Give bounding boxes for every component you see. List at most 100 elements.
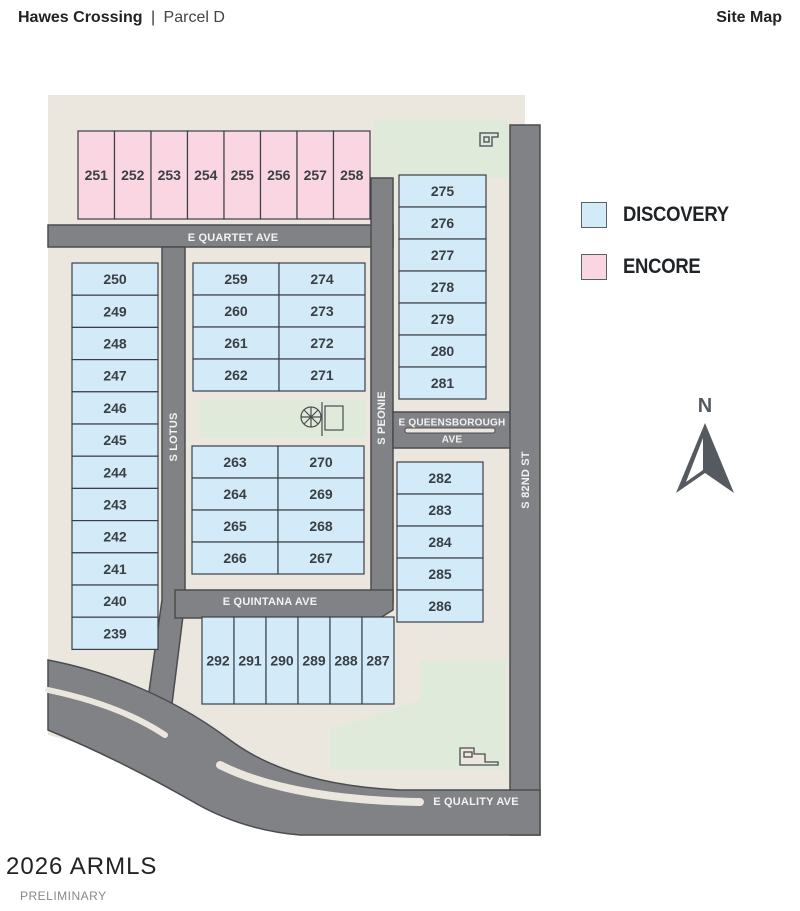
lot-shape[interactable] <box>396 525 484 559</box>
lot-257[interactable]: 257 <box>296 130 335 220</box>
lot-252[interactable]: 252 <box>113 130 152 220</box>
lot-272[interactable]: 272 <box>278 326 366 360</box>
lot-245[interactable]: 245 <box>71 423 159 457</box>
lot-shape[interactable] <box>398 206 487 240</box>
lot-251[interactable]: 251 <box>77 130 116 220</box>
lot-266[interactable]: 266 <box>191 541 279 575</box>
lot-shape[interactable] <box>396 493 484 527</box>
lot-267[interactable]: 267 <box>277 541 365 575</box>
lot-253[interactable]: 253 <box>150 130 189 220</box>
lot-shape[interactable] <box>278 358 366 392</box>
lot-270[interactable]: 270 <box>277 445 365 479</box>
lot-269[interactable]: 269 <box>277 477 365 511</box>
lot-274[interactable]: 274 <box>278 262 366 296</box>
lot-249[interactable]: 249 <box>71 294 159 329</box>
lot-shape[interactable] <box>113 130 152 220</box>
lot-291[interactable]: 291 <box>233 616 267 705</box>
lot-shape[interactable] <box>71 359 159 393</box>
lot-number: 254 <box>194 167 218 183</box>
lot-258[interactable]: 258 <box>332 130 371 220</box>
lot-276[interactable]: 276 <box>398 206 487 240</box>
lot-271[interactable]: 271 <box>278 358 366 392</box>
lot-264[interactable]: 264 <box>191 477 279 511</box>
lot-279[interactable]: 279 <box>398 302 487 336</box>
lot-292[interactable]: 292 <box>201 616 235 705</box>
lot-260[interactable]: 260 <box>192 294 280 328</box>
lot-shape[interactable] <box>278 326 366 360</box>
lot-shape[interactable] <box>278 262 366 296</box>
lot-shape[interactable] <box>192 262 280 296</box>
lot-shape[interactable] <box>191 509 279 543</box>
lot-286[interactable]: 286 <box>396 589 484 623</box>
lot-262[interactable]: 262 <box>192 358 280 392</box>
lot-shape[interactable] <box>259 130 298 220</box>
lot-282[interactable]: 282 <box>396 461 484 495</box>
lot-288[interactable]: 288 <box>329 616 363 705</box>
lot-281[interactable]: 281 <box>398 366 487 400</box>
lot-263[interactable]: 263 <box>191 445 279 479</box>
lot-shape[interactable] <box>297 616 331 705</box>
lot-289[interactable]: 289 <box>297 616 331 705</box>
lot-shape[interactable] <box>265 616 299 705</box>
lot-261[interactable]: 261 <box>192 326 280 360</box>
lot-290[interactable]: 290 <box>265 616 299 705</box>
lot-shape[interactable] <box>332 130 371 220</box>
lot-243[interactable]: 243 <box>71 487 159 522</box>
lot-287[interactable]: 287 <box>361 616 395 705</box>
lot-shape[interactable] <box>150 130 189 220</box>
lot-shape[interactable] <box>398 238 487 272</box>
lot-247[interactable]: 247 <box>71 359 159 393</box>
lot-248[interactable]: 248 <box>71 326 159 361</box>
lot-shape[interactable] <box>398 174 487 208</box>
lot-283[interactable]: 283 <box>396 493 484 527</box>
lot-280[interactable]: 280 <box>398 334 487 368</box>
lot-shape[interactable] <box>71 294 159 329</box>
lot-shape[interactable] <box>71 616 159 651</box>
lot-278[interactable]: 278 <box>398 270 487 304</box>
lot-shape[interactable] <box>277 541 365 575</box>
lot-244[interactable]: 244 <box>71 455 159 490</box>
lot-284[interactable]: 284 <box>396 525 484 559</box>
lot-shape[interactable] <box>329 616 363 705</box>
lot-shape[interactable] <box>71 455 159 490</box>
lot-shape[interactable] <box>396 557 484 591</box>
lot-246[interactable]: 246 <box>71 391 159 425</box>
lot-shape[interactable] <box>71 391 159 425</box>
lot-shape[interactable] <box>277 509 365 543</box>
lot-268[interactable]: 268 <box>277 509 365 543</box>
lot-shape[interactable] <box>233 616 267 705</box>
green-area-north <box>373 120 508 178</box>
lot-shape[interactable] <box>77 130 116 220</box>
lot-shape[interactable] <box>191 541 279 575</box>
maintenance-structure-icon <box>459 747 499 766</box>
lot-shape[interactable] <box>398 302 487 336</box>
lot-shape[interactable] <box>396 589 484 623</box>
lot-shape[interactable] <box>361 616 395 705</box>
lot-shape[interactable] <box>277 445 365 479</box>
lot-shape[interactable] <box>223 130 262 220</box>
lot-285[interactable]: 285 <box>396 557 484 591</box>
lot-240[interactable]: 240 <box>71 584 159 618</box>
lot-shape[interactable] <box>71 519 159 554</box>
lot-259[interactable]: 259 <box>192 262 280 296</box>
lot-shape[interactable] <box>296 130 335 220</box>
lot-shape[interactable] <box>71 423 159 457</box>
lot-shape[interactable] <box>71 552 159 586</box>
lot-275[interactable]: 275 <box>398 174 487 208</box>
lot-shape[interactable] <box>192 294 280 328</box>
lot-shape[interactable] <box>398 334 487 368</box>
lot-265[interactable]: 265 <box>191 509 279 543</box>
lot-254[interactable]: 254 <box>186 130 225 220</box>
lot-250[interactable]: 250 <box>71 262 159 296</box>
lot-shape[interactable] <box>398 366 487 400</box>
lot-242[interactable]: 242 <box>71 519 159 554</box>
lot-239[interactable]: 239 <box>71 616 159 651</box>
lot-255[interactable]: 255 <box>223 130 262 220</box>
street-label-e-queensborough-1: E QUEENSBOROUGH <box>399 418 506 429</box>
lot-277[interactable]: 277 <box>398 238 487 272</box>
lot-shape[interactable] <box>192 358 280 392</box>
lot-273[interactable]: 273 <box>278 294 366 328</box>
lot-256[interactable]: 256 <box>259 130 298 220</box>
lot-241[interactable]: 241 <box>71 552 159 586</box>
lot-shape[interactable] <box>398 270 487 304</box>
